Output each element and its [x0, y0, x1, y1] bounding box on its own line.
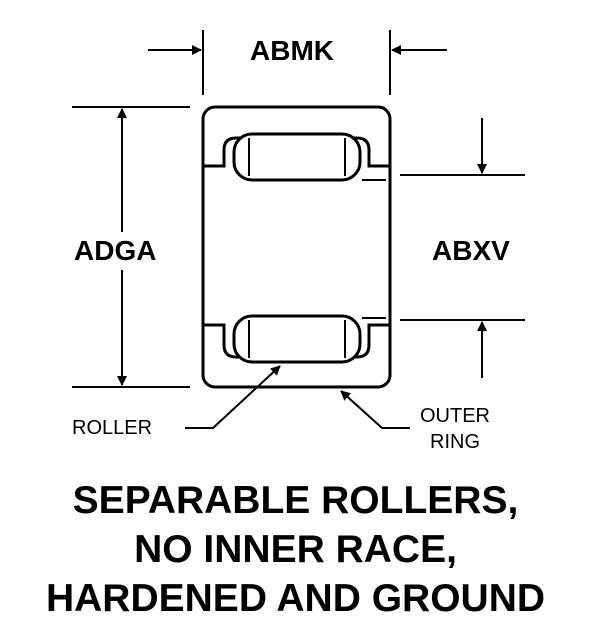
outer-ring — [201, 105, 392, 389]
caption-line-3: HARDENED AND GROUND — [45, 577, 546, 620]
outer-ring-callout-line2: RING — [430, 431, 480, 453]
width-dimension-label: ABMK — [250, 35, 334, 66]
roller-callout: ROLLER — [72, 417, 153, 439]
roller-spacing-dimension-label: ABXV — [432, 235, 510, 266]
caption-line-2: NO INNER RACE, — [134, 528, 457, 571]
upper-roller — [232, 132, 362, 182]
outer-ring-leader-line — [340, 390, 410, 429]
caption-line-1: SEPARABLE ROLLERS, — [72, 479, 519, 522]
lower-roller — [232, 314, 362, 364]
roller-leader-line — [185, 365, 281, 429]
overall-height-dimension-label: ADGA — [74, 235, 157, 266]
outer-ring-callout: OUTER RING — [420, 403, 490, 455]
outer-ring-callout-line1: OUTER — [420, 405, 490, 427]
drawing-caption: SEPARABLE ROLLERS, NO INNER RACE, HARDEN… — [0, 476, 591, 623]
